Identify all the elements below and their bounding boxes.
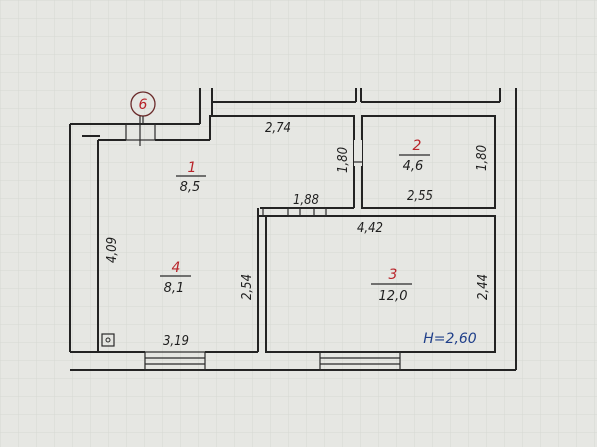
axis-marker: 6: [130, 91, 156, 124]
axis-marker-label: 6: [139, 97, 148, 113]
dimension-room4-left: 4,09: [105, 237, 120, 263]
window-room4: [144, 351, 206, 371]
vent-marker-dot: [105, 337, 111, 343]
ceiling-height-label: H=2,60: [423, 331, 477, 347]
dimension-room2-right: 1,80: [475, 145, 490, 171]
dimension-room2-bottom: 2,55: [407, 189, 433, 204]
room-area: 12,0: [379, 289, 408, 304]
entrance-door: [125, 116, 156, 146]
dimension-room3-top: 4,42: [357, 221, 383, 236]
dimension-room1-top: 2,74: [265, 121, 291, 136]
room-number: 4: [172, 260, 181, 276]
room-2-label: 2 4,6: [399, 138, 430, 174]
room-4-label: 4 8,1: [160, 260, 191, 296]
room-area: 8,5: [180, 180, 201, 195]
room-number: 3: [389, 267, 398, 283]
dimension-room4-right: 2,54: [240, 274, 255, 300]
window-room3: [319, 351, 401, 371]
dimension-room1-right: 1,80: [336, 147, 351, 173]
exterior-walls: [69, 88, 517, 371]
room-number: 2: [413, 138, 422, 154]
room-1-label: 1 8,5: [176, 160, 206, 195]
room-3-label: 3 12,0: [371, 267, 412, 304]
room-area: 8,1: [164, 281, 185, 296]
dimension-room4-bottom: 3,19: [163, 334, 189, 349]
dimension-door-opening: 1,88: [293, 193, 319, 208]
dimension-room3-right: 2,44: [476, 274, 491, 300]
room2-doorway: [354, 140, 362, 166]
room-area: 4,6: [403, 159, 424, 174]
vent-marker: [101, 333, 115, 347]
room-number: 1: [188, 160, 197, 176]
interior-opening: [287, 207, 327, 217]
dimensions: 2,74 1,80 1,80 2,55 1,88 4,42 2,44 4,09 …: [105, 121, 491, 349]
